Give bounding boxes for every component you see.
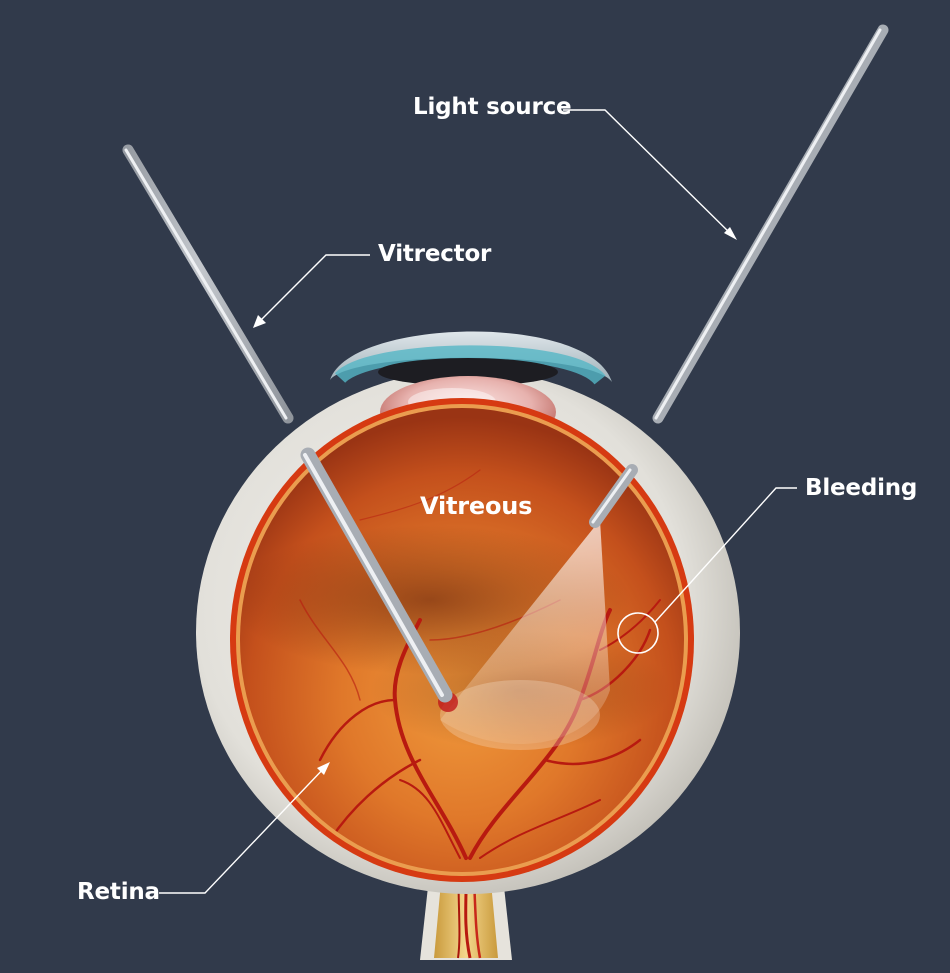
light-beam bbox=[440, 520, 610, 744]
label-vitreous: Vitreous bbox=[420, 492, 533, 520]
leader-light-source bbox=[563, 109, 736, 239]
leader-retina bbox=[159, 764, 328, 894]
label-light-source: Light source bbox=[413, 94, 572, 120]
label-bleeding: Bleeding bbox=[805, 475, 918, 501]
leader-bleeding bbox=[654, 487, 797, 623]
label-vitrector: Vitrector bbox=[378, 241, 492, 267]
leader-vitrector bbox=[255, 254, 370, 326]
arrowhead-light-source bbox=[724, 227, 737, 240]
leader-lines bbox=[159, 109, 797, 894]
bleeding-marker-circle bbox=[617, 612, 659, 654]
label-retina: Retina bbox=[77, 879, 160, 905]
light-source-instrument bbox=[589, 24, 889, 528]
arrowhead-retina bbox=[317, 762, 330, 775]
arrowhead-vitrector bbox=[253, 315, 266, 328]
vitrector-instrument bbox=[122, 144, 453, 703]
